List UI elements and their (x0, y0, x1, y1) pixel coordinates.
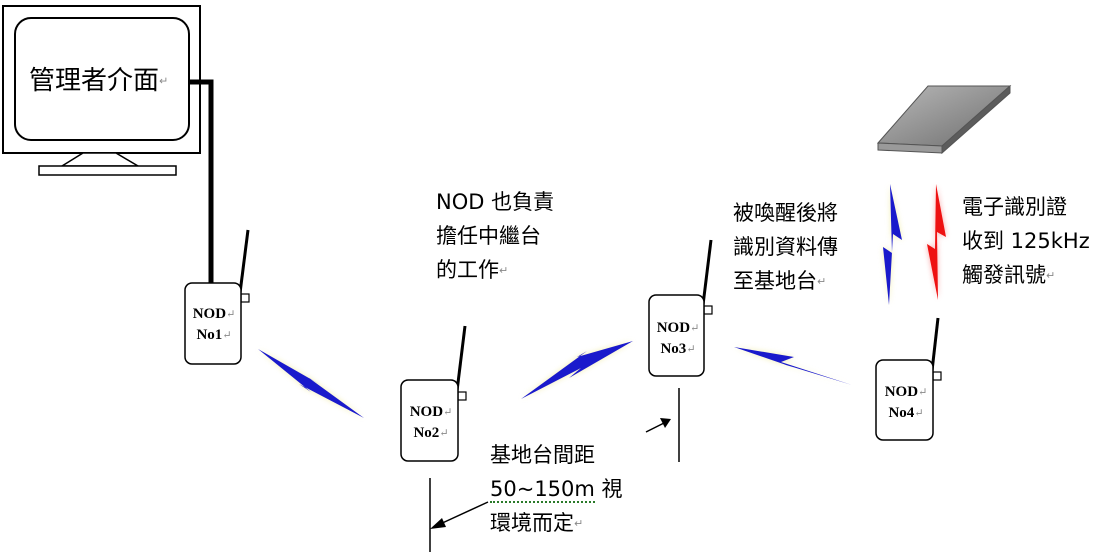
trigger-signal-125khz (927, 184, 946, 300)
nod-device-no1 (184, 229, 250, 365)
wake-note: 被喚醒後將 識別資料傳 至基地台↵ (733, 201, 838, 293)
nod-device-no3 (648, 239, 713, 377)
nod-label-no1: NOD↵ No1↵ (192, 306, 236, 343)
nod-label-no4: NOD↵ No4↵ (884, 384, 928, 421)
distance-arrow-right (645, 418, 671, 433)
wireless-link-no3-no4 (734, 347, 852, 385)
admin-interface-label: 管理者介面↵ (29, 66, 169, 96)
wireless-link-no2-no3 (521, 341, 633, 399)
distance-note: 基地台間距 50~150m 視 環境而定↵ (490, 443, 623, 535)
admin-cable (188, 79, 214, 283)
nod-label-no2: NOD↵ No2↵ (409, 404, 453, 441)
tag-note: 電子識別證 收到 125kHz 觸發訊號↵ (962, 195, 1090, 287)
nod-label-no3: NOD↵ No3↵ (656, 320, 700, 357)
distance-arrow-left (430, 501, 489, 529)
tag-uplink-signal (883, 184, 902, 305)
rfid-reader (876, 84, 1012, 155)
relay-note: NOD 也負責 擔任中繼台 的工作↵ (436, 190, 555, 282)
monitor (2, 5, 201, 176)
wireless-link-no1-no2 (258, 349, 364, 418)
nod-device-no2 (400, 325, 467, 462)
nod-device-no4 (875, 317, 942, 441)
